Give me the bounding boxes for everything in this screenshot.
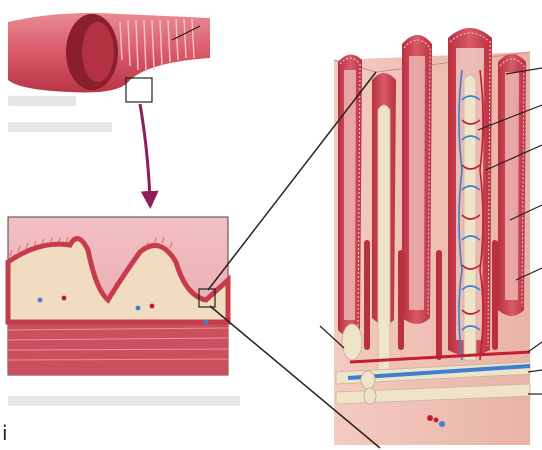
villi-enlargement-panel [334,28,530,445]
hidden-label [8,96,76,106]
fold-enlargement-panel [8,217,240,406]
magnify-box [126,78,152,102]
stray-glyph: i [2,423,8,443]
lymph-nodule [342,324,362,360]
hidden-label [8,122,112,132]
lacteal [378,105,390,380]
intestine-segment-panel [8,13,210,132]
magnify-arrow [140,104,150,200]
hidden-label [8,396,240,406]
